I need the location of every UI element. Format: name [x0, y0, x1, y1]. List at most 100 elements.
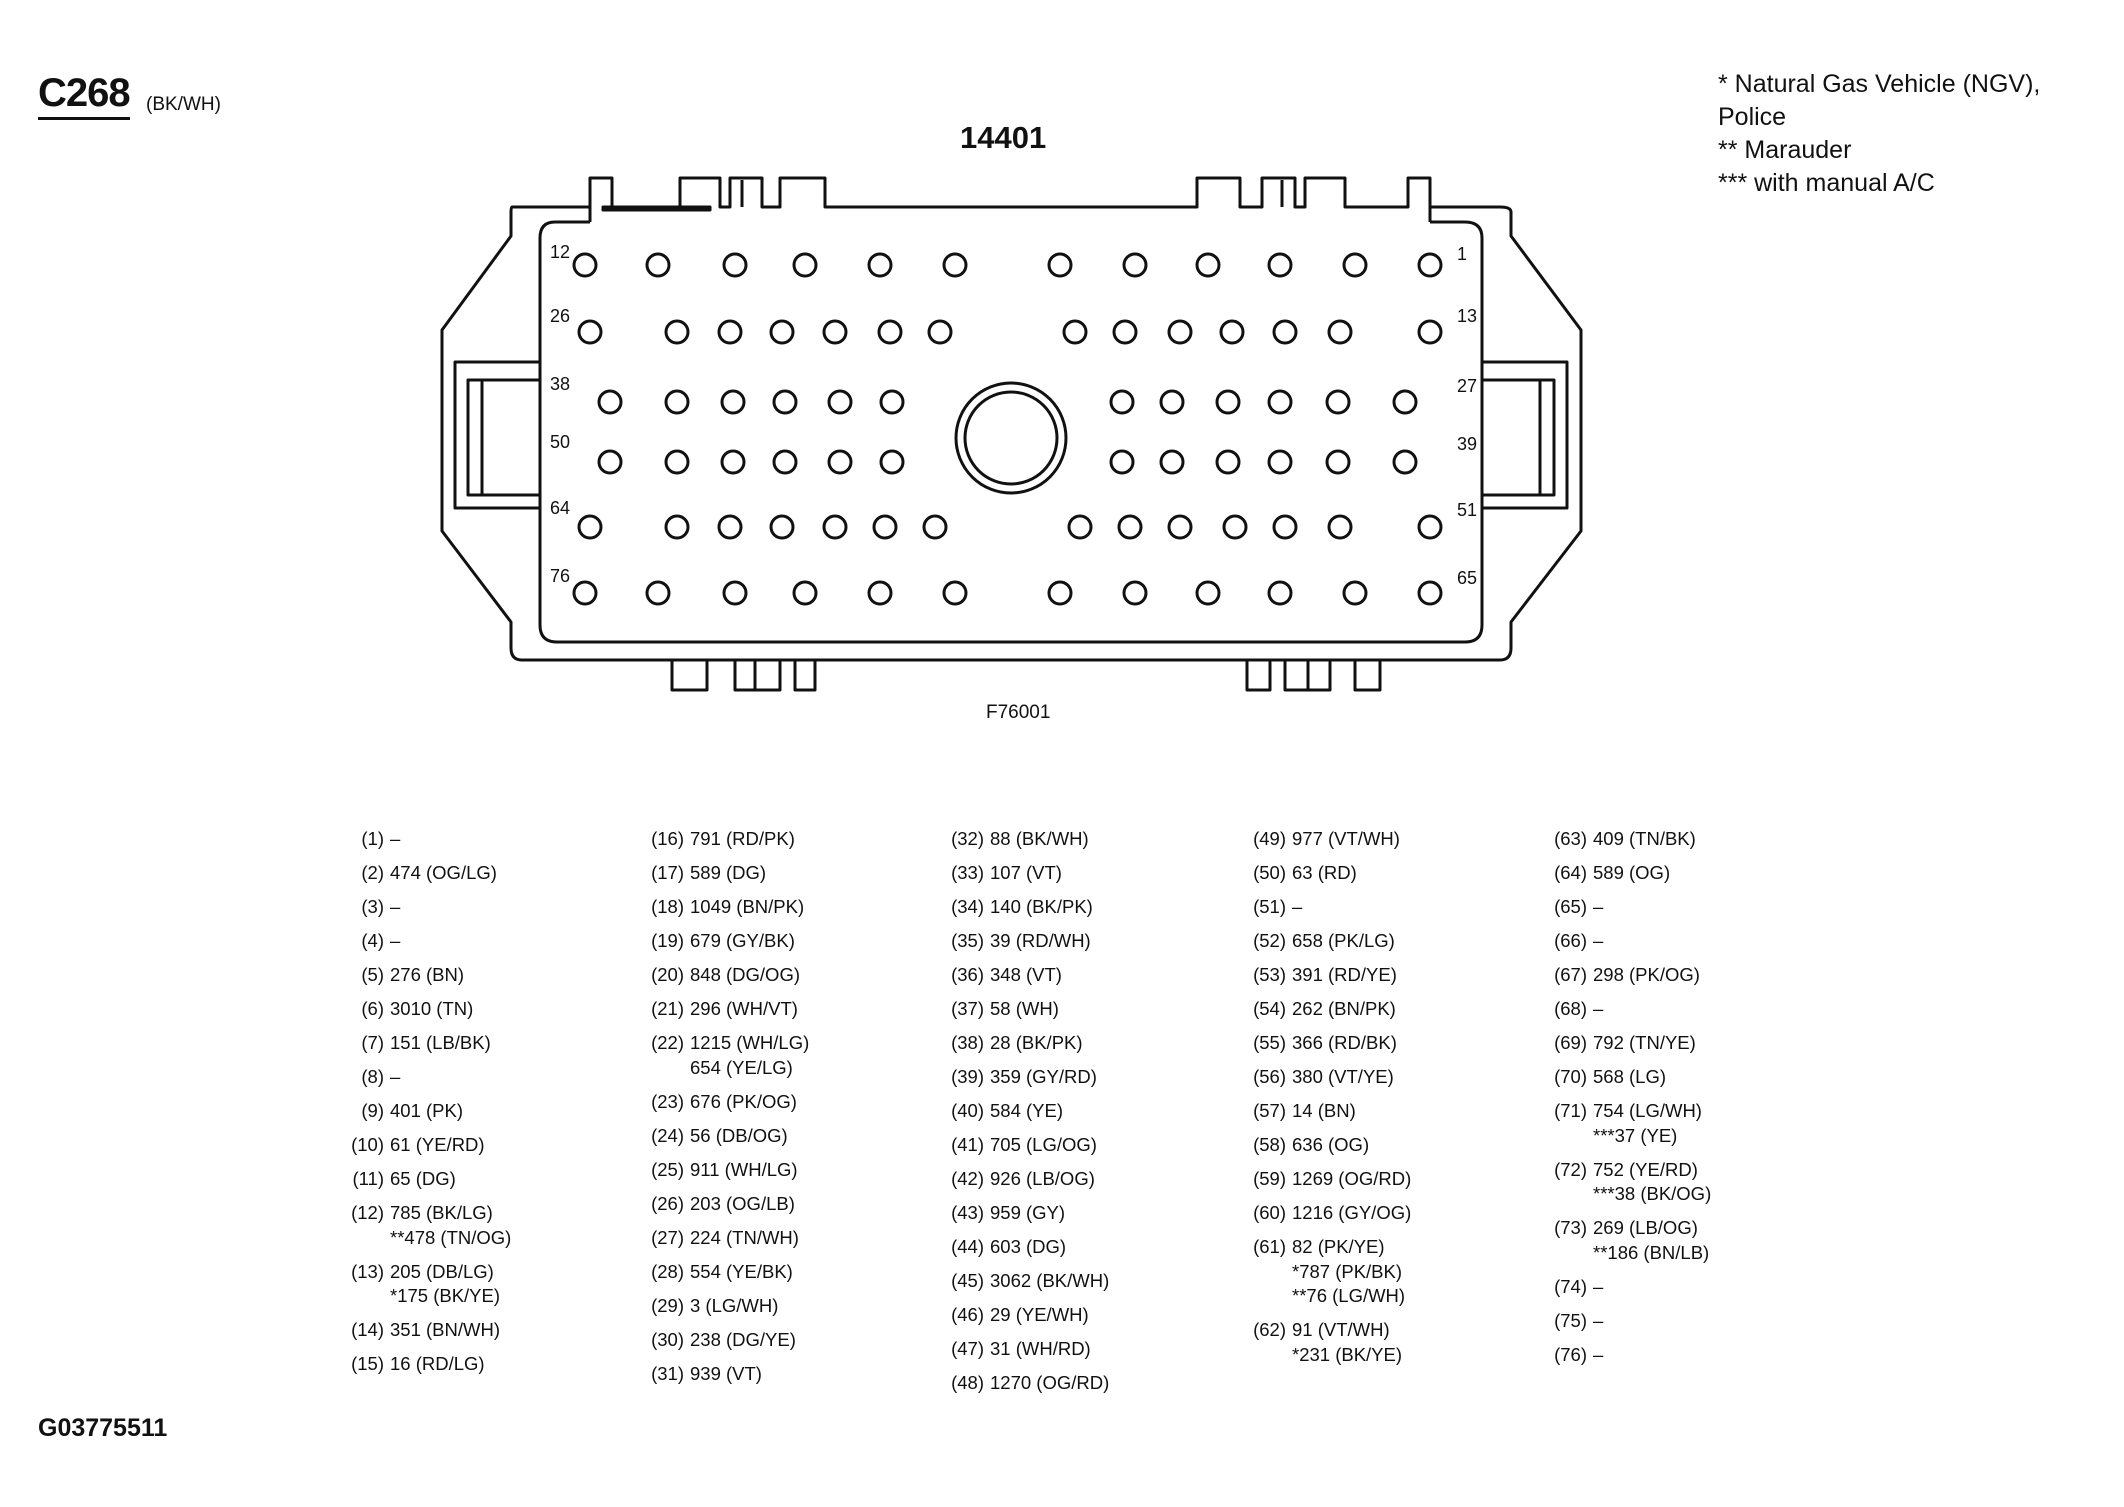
pin-wires: 658 (PK/LG): [1292, 929, 1395, 954]
pin-hole: [1417, 252, 1443, 278]
pin-wires: 584 (YE): [990, 1099, 1063, 1124]
pin-hole: [664, 319, 690, 345]
pin-wires: 1049 (BN/PK): [690, 895, 804, 920]
pin-number: (37): [951, 998, 984, 1019]
pin-number: (66): [1554, 930, 1587, 951]
pin-hole: [1047, 580, 1073, 606]
wire-code: **76 (LG/WH): [1292, 1285, 1406, 1306]
wire-code: 1216 (GY/OG): [1292, 1202, 1412, 1223]
pin-label: 50: [550, 432, 570, 452]
pin-number: (10): [351, 1134, 384, 1155]
pin-wires: 401 (PK): [390, 1099, 463, 1124]
pin-wires: 205 (DB/LG)*175 (BK/YE): [390, 1260, 500, 1309]
wire-code: 754 (LG/WH): [1593, 1100, 1702, 1121]
pin-hole: [867, 580, 893, 606]
pin-hole: [772, 389, 798, 415]
wire-code: –: [1593, 998, 1604, 1019]
wire-code: 39 (RD/WH): [990, 930, 1091, 951]
pin-wires: 39 (RD/WH): [990, 929, 1091, 954]
pin-hole: [1195, 580, 1221, 606]
pin-number: (32): [951, 828, 984, 849]
pin-wires: –: [1593, 895, 1603, 920]
pin-wires: 3010 (TN): [390, 997, 473, 1022]
pin-wires: –: [1292, 895, 1302, 920]
pin-hole: [867, 252, 893, 278]
pin-wires: 348 (VT): [990, 963, 1062, 988]
pin-number: (61): [1253, 1236, 1286, 1257]
pin-wires: 589 (OG): [1593, 861, 1670, 886]
pin-number: (15): [351, 1353, 384, 1374]
pin-wires: 3062 (BK/WH): [990, 1269, 1109, 1294]
pin-hole: [664, 514, 690, 540]
pin-number: (12): [351, 1202, 384, 1223]
pin-number: (22): [651, 1032, 684, 1053]
pin-number: (27): [651, 1226, 684, 1248]
pin-number: (28): [651, 1260, 684, 1282]
pin-wires: 269 (LB/OG)**186 (BN/LB): [1593, 1216, 1709, 1265]
connector-color: (BK/WH): [146, 94, 221, 115]
pin-number: (1): [361, 828, 384, 849]
wire-code: 88 (BK/WH): [990, 828, 1089, 849]
wire-code: –: [390, 930, 401, 951]
pin-wires: 1215 (WH/LG)654 (YE/LG): [690, 1031, 809, 1080]
pin-wires: 568 (LG): [1593, 1065, 1666, 1090]
connector-face-inner: [538, 220, 1484, 644]
pin-hole: [720, 449, 746, 475]
wire-code: 603 (DG): [990, 1236, 1067, 1257]
wire-code: 205 (DB/LG): [390, 1260, 494, 1282]
pin-wires: 791 (RD/PK): [690, 827, 795, 852]
pin-wires: 107 (VT): [990, 861, 1062, 886]
wire-code: 705 (LG/OG): [990, 1134, 1097, 1155]
pin-hole: [717, 514, 743, 540]
pin-label: 13: [1457, 306, 1477, 326]
wire-code: 269 (LB/OG): [1593, 1217, 1698, 1238]
pin-number: (35): [951, 930, 984, 951]
pin-hole: [1267, 389, 1293, 415]
wire-code: –: [1593, 896, 1604, 917]
pin-number: (52): [1253, 930, 1286, 951]
pin-hole: [577, 319, 603, 345]
wire-code: 380 (VT/YE): [1292, 1066, 1394, 1087]
pin-wires: –: [390, 929, 400, 954]
pin-hole: [872, 514, 898, 540]
pin-hole: [827, 389, 853, 415]
pin-wires: 679 (GY/BK): [690, 929, 795, 954]
wire-code: 65 (DG): [390, 1168, 456, 1189]
wire-code: 589 (DG): [690, 862, 767, 883]
pin-wires: 589 (DG): [690, 861, 766, 886]
pin-number: (65): [1554, 896, 1587, 917]
wire-code: 926 (LB/OG): [990, 1168, 1095, 1189]
pin-hole: [1222, 514, 1248, 540]
right-latch-inner: [1482, 378, 1556, 497]
pin-hole: [1325, 449, 1351, 475]
part-number: 14401: [960, 120, 1047, 155]
pin-wires: –: [390, 1065, 400, 1090]
pin-wires: 203 (OG/LB): [690, 1192, 795, 1217]
wire-code: 792 (TN/YE): [1593, 1032, 1696, 1053]
pin-wires: 88 (BK/WH): [990, 827, 1089, 852]
footnote: ** Marauder: [1718, 136, 1852, 164]
pin-number: (5): [361, 964, 384, 985]
pin-wires: 959 (GY): [990, 1201, 1065, 1226]
pin-number: (48): [951, 1372, 984, 1393]
wire-code: 224 (TN/WH): [690, 1226, 799, 1248]
pin-wires: 676 (PK/OG): [690, 1090, 797, 1115]
wire-code: 351 (BN/WH): [390, 1319, 500, 1340]
pin-wires: 391 (RD/YE): [1292, 963, 1397, 988]
pin-wires: 296 (WH/VT): [690, 997, 798, 1022]
pin-hole: [572, 580, 598, 606]
pin-hole: [877, 319, 903, 345]
pin-hole: [664, 449, 690, 475]
pin-hole: [1167, 319, 1193, 345]
pin-wires: –: [1593, 1275, 1603, 1300]
wire-code: 63 (RD): [1292, 862, 1357, 883]
wire-code: 791 (RD/PK): [690, 828, 795, 849]
wire-code: 474 (OG/LG): [390, 862, 497, 883]
pin-wires: 359 (GY/RD): [990, 1065, 1097, 1090]
footnote: * Natural Gas Vehicle (NGV), Police: [1718, 70, 2041, 131]
pin-number: (74): [1554, 1275, 1587, 1297]
pin-number: (30): [651, 1328, 684, 1350]
wire-code: –: [1593, 1343, 1604, 1365]
pin-hole: [1215, 389, 1241, 415]
wire-code: 848 (DG/OG): [690, 964, 800, 985]
